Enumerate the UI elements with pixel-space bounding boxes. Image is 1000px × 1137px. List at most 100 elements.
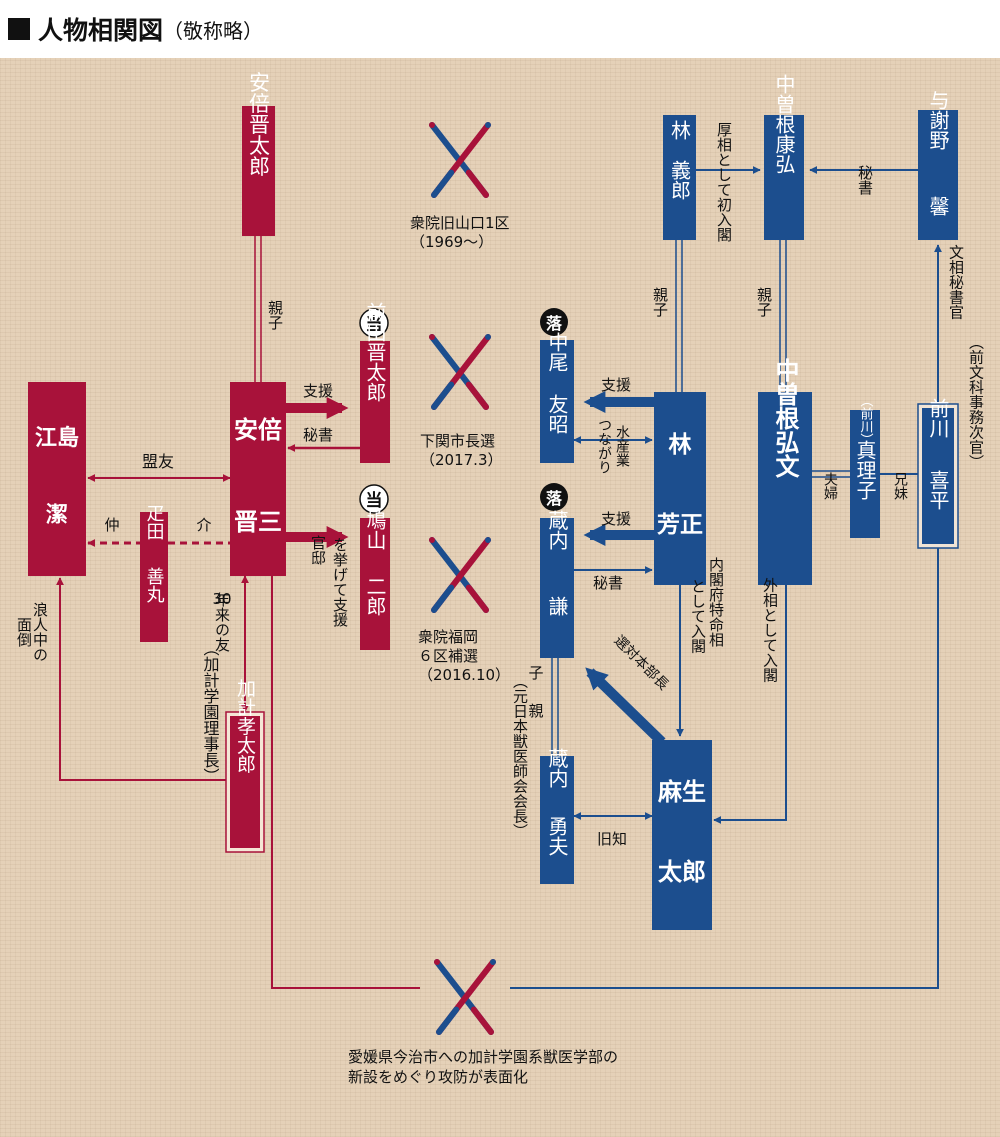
label-yasuhiro-hirofumi: 親子 — [755, 287, 773, 317]
lose-badge-icon — [540, 308, 568, 336]
maeda-win-badge: 当 — [366, 314, 383, 335]
battle2-line2: （2017.3） — [420, 451, 503, 469]
node-yosano-line2: 馨 — [926, 196, 950, 216]
label-kyodai: 兄妹 — [892, 472, 908, 500]
label-kantei-2: を挙げて支援 — [331, 537, 349, 628]
title-square-icon — [8, 18, 30, 40]
node-isao-line2: 勇夫 — [545, 816, 569, 856]
node-maekawa-line1: 前川 — [926, 398, 950, 438]
node-aso-line2: 太郎 — [658, 858, 706, 886]
label-ko: 子 — [528, 664, 543, 682]
node-eto-line2: 潔 — [46, 503, 68, 528]
battle-icon-4 — [437, 962, 493, 1032]
node-kurauchi-ken: 落 蔵内 謙 — [540, 483, 574, 658]
label-30-friends: 年来の友 — [213, 592, 231, 652]
label-kurauchi-secretary: 秘書 — [593, 574, 623, 592]
node-nakasone-yasuhiro: 中曽根康弘 — [764, 74, 804, 240]
node-nakao-line2: 友昭 — [545, 394, 569, 434]
node-yasuhiro-label: 中曽根康弘 — [772, 74, 796, 174]
hatoyama-win-badge: 当 — [366, 490, 383, 511]
label-naka: 仲 — [104, 516, 119, 534]
node-hirofumi-label: 中曽根弘文 — [771, 358, 799, 478]
battle1-line2: （1969〜） — [410, 233, 493, 251]
node-nakao-line1: 中尾 — [545, 332, 569, 372]
node-maeda-label: 前田晋太郎 — [363, 302, 387, 402]
node-aso: 麻生 太郎 — [652, 740, 712, 930]
connectors — [56, 166, 942, 989]
battle-icon-2 — [432, 337, 488, 407]
node-yoshiro-line2: 義郎 — [668, 160, 692, 200]
battle1-line1: 衆院旧山口1区 — [410, 214, 510, 232]
node-aso-line1: 麻生 — [657, 778, 706, 806]
battle2-line1: 下関市長選 — [420, 432, 495, 450]
node-kake-note: （加計学園理事長） — [201, 640, 220, 784]
label-naikaku-1: 内閣府特命相 — [707, 557, 725, 647]
title-sub: （敬称略） — [163, 18, 264, 43]
node-ken-line1: 蔵内 — [545, 510, 569, 550]
node-mariko-label: 真理子 — [853, 440, 877, 500]
node-shintaro-label: 安倍晋太郎 — [247, 72, 271, 177]
label-kyuchi: 旧知 — [597, 830, 627, 848]
label-naikaku-2: として入閣 — [689, 579, 707, 655]
label-senta: 選対本部長 — [611, 633, 672, 694]
label-suisan-2: つながり — [596, 418, 612, 474]
battle3-line3: （2016.10） — [418, 666, 510, 684]
label-support-kurauchi: 支援 — [601, 510, 631, 528]
nakao-lose-badge: 落 — [546, 314, 563, 333]
node-yoshimasa-line2: 芳正 — [657, 511, 703, 538]
node-maekawa-line2: 喜平 — [926, 470, 950, 510]
node-nakao: 落 中尾 友昭 — [540, 308, 574, 463]
label-yoshiro-yoshimasa: 親子 — [651, 287, 669, 317]
node-nakasone-hirofumi: 中曽根弘文 — [758, 358, 812, 585]
node-hayashi-yoshiro: 林 義郎 — [663, 115, 696, 240]
node-kurauchi-isao: 蔵内 勇夫 （元日本獣医師会会長） — [511, 674, 574, 884]
label-support-nakao: 支援 — [601, 376, 631, 394]
node-maekawa: 前川 喜平 （前文科事務次官） — [917, 335, 985, 549]
label-support-maeda: 支援 — [303, 382, 333, 400]
node-yoshiro-line1: 林 — [668, 120, 692, 140]
node-maekawa-note: （前文科事務次官） — [967, 335, 985, 470]
node-mariko-prefix: （前川） — [858, 394, 874, 446]
label-ronin-2: 面倒 — [15, 617, 33, 647]
relationship-diagram: 安倍晋太郎 江島 潔 安倍 晋三 当 前田晋太郎 当 鳩山 二郎 疋田 善丸 加… — [15, 72, 985, 1087]
lose-badge-icon — [540, 483, 568, 511]
battle-captions: 衆院旧山口1区 （1969〜） 下関市長選 （2017.3） 衆院福岡 ６区補選… — [348, 214, 618, 1086]
node-yosano-line1: 与謝野 — [926, 90, 950, 150]
label-30: 30 — [212, 590, 231, 608]
label-shintaro-shinzo: 親子 — [266, 300, 284, 330]
label-kosho: 厚相として初入閣 — [715, 122, 733, 243]
node-shintaro: 安倍晋太郎 — [242, 72, 275, 236]
node-isao-line1: 蔵内 — [545, 748, 569, 788]
node-mariko: （前川） 真理子 — [850, 394, 880, 538]
label-ronin-1: 浪人中の — [31, 602, 49, 662]
label-suisan-1: 水産業 — [614, 425, 630, 467]
label-fufu: 夫婦 — [822, 472, 838, 500]
node-isao-note: （元日本獣医師会会長） — [511, 674, 529, 839]
node-eto-line1: 江島 — [35, 425, 79, 451]
node-kake: 加計孝太郎 （加計学園理事長） — [201, 640, 265, 853]
label-kai: 介 — [196, 516, 211, 534]
battle-icon-1 — [432, 125, 488, 195]
win-badge-icon — [359, 308, 389, 338]
label-gaisho: 外相として入閣 — [761, 578, 779, 684]
node-yosano: 与謝野 馨 — [918, 90, 958, 240]
kurauchi-lose-badge: 落 — [546, 489, 563, 508]
win-badge-icon — [359, 484, 389, 514]
node-shinzo: 安倍 晋三 — [230, 382, 286, 576]
battle3-line2: ６区補選 — [418, 647, 478, 665]
node-hatoyama-line1: 鳩山 — [363, 510, 387, 550]
node-shinzo-line1: 安倍 — [234, 416, 282, 444]
node-hayashi-yoshimasa: 林 芳正 — [654, 392, 706, 585]
battle3-line1: 衆院福岡 — [418, 628, 478, 646]
node-koda-line1: 疋田 — [144, 504, 165, 540]
node-koda: 疋田 善丸 — [140, 504, 168, 642]
node-hatoyama: 当 鳩山 二郎 — [359, 484, 390, 650]
label-secretary-maeda: 秘書 — [303, 426, 333, 444]
label-monsho: 文相秘書官 — [947, 245, 965, 320]
title-main: 人物相関図 — [38, 16, 164, 45]
node-hatoyama-line2: 二郎 — [363, 576, 387, 616]
label-kantei-1: 官邸 — [309, 535, 327, 566]
diagram-panel: 安倍晋太郎 江島 潔 安倍 晋三 当 前田晋太郎 当 鳩山 二郎 疋田 善丸 加… — [0, 58, 1000, 1137]
label-meiyu: 盟友 — [142, 452, 174, 471]
page-title: 人物相関図 （敬称略） — [0, 0, 1000, 58]
